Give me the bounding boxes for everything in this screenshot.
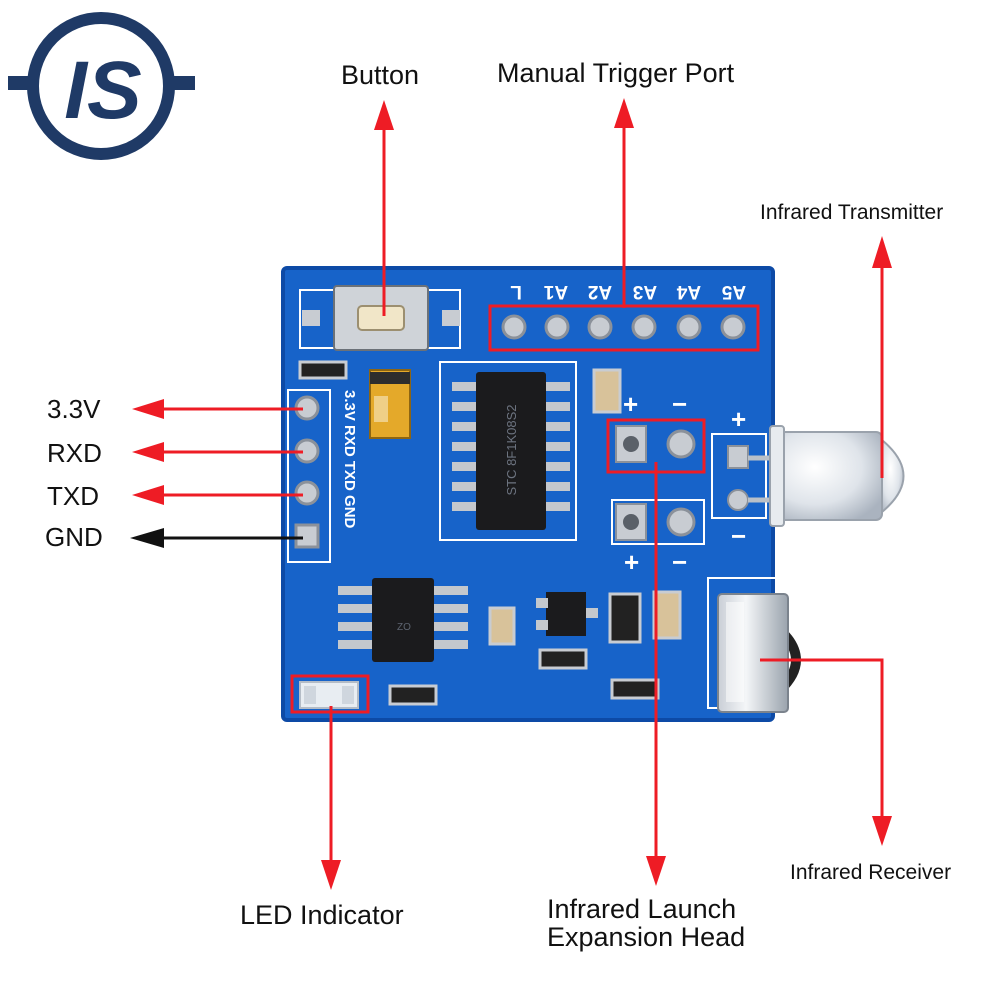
smd-capacitor — [592, 368, 622, 414]
svg-text:A5: A5 — [721, 281, 746, 302]
ir-receiver — [717, 593, 801, 713]
ir-expansion-pins — [611, 425, 705, 545]
manual-trigger-port-label: Manual Trigger Port — [497, 58, 735, 88]
infrared-launch-label-line2: Expansion Head — [547, 922, 746, 952]
pin-label-rxd: RXD — [47, 438, 102, 468]
svg-text:−: − — [672, 547, 687, 577]
svg-text:+: + — [731, 404, 746, 434]
serial-pins — [294, 395, 320, 549]
ir-transmitter-led — [748, 425, 905, 527]
smd-capacitor-2 — [488, 606, 516, 646]
svg-text:−: − — [672, 389, 687, 419]
svg-text:−: − — [731, 521, 746, 551]
infrared-transmitter-label: Infrared Transmitter — [760, 201, 944, 224]
smd-resistor — [298, 360, 348, 380]
callout-arrows — [130, 98, 892, 890]
trigger-header — [501, 314, 746, 340]
mcu-chip: STC 8F1K08S2 — [439, 361, 577, 541]
svg-text:A3: A3 — [633, 281, 657, 302]
svg-text:A4: A4 — [676, 281, 701, 302]
header-silkscreen: L A1 A2 A3 A4 A5 — [510, 281, 746, 302]
pcb-board: 3.3V RXD TXD GND L A1 A2 A3 A4 A5 — [281, 266, 781, 722]
polarity-marks: + − + − + − — [623, 389, 746, 577]
brand-logo: IS — [8, 12, 195, 160]
svg-text:A1: A1 — [543, 281, 568, 302]
regulator-chip: ZO — [338, 578, 468, 662]
svg-text:A2: A2 — [588, 281, 612, 302]
svg-text:ZO: ZO — [397, 622, 411, 633]
led-indicator-label: LED Indicator — [240, 900, 404, 930]
pin-label-txd: TXD — [47, 481, 99, 511]
button-label: Button — [341, 60, 420, 90]
svg-text:L: L — [510, 281, 522, 302]
svg-text:+: + — [623, 389, 638, 419]
transistor — [546, 592, 586, 636]
pin-silkscreen: 3.3V RXD TXD GND — [341, 390, 358, 529]
smd-led — [299, 681, 359, 709]
logo-lettering: IS — [64, 45, 141, 136]
push-button — [299, 285, 461, 351]
pin-label-gnd: GND — [45, 522, 103, 552]
smd-capacitor-3 — [652, 590, 682, 640]
smd-resistor-2 — [608, 592, 642, 644]
infrared-receiver-label: Infrared Receiver — [790, 861, 952, 884]
svg-text:+: + — [624, 547, 639, 577]
pin-label-3v3: 3.3V — [47, 394, 101, 424]
infrared-launch-label-line1: Infrared Launch — [547, 894, 737, 924]
svg-text:STC 8F1K08S2: STC 8F1K08S2 — [504, 404, 519, 495]
